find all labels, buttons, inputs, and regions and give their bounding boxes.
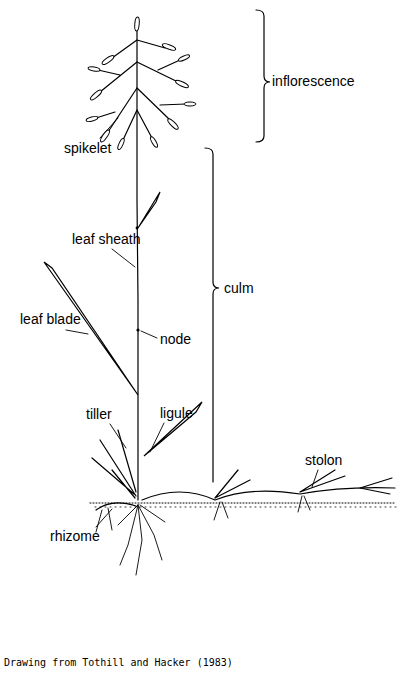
spikelet-shape [117, 138, 126, 151]
node-dot [136, 328, 139, 331]
ground-stipple [95, 507, 396, 508]
spikelet-shape [166, 117, 179, 130]
right-leaf [144, 402, 202, 456]
part-label: spikelet [64, 140, 111, 156]
part-label: leaf sheath [72, 231, 141, 247]
node-dot [136, 227, 139, 230]
spikelet-shape [88, 66, 101, 72]
spikelet-shape [162, 43, 177, 52]
inflorescence-bracket [256, 10, 270, 142]
inflorescence-branches [96, 40, 186, 140]
rhizome-runner [96, 503, 136, 510]
spikelet-shape [175, 79, 190, 89]
culm-bracket [205, 148, 219, 482]
part-label: rhizome [50, 528, 100, 544]
leaf-blade-shape [44, 262, 138, 395]
upper-leaf [138, 192, 160, 228]
stolon-leaves [215, 470, 392, 498]
tiller-leaves [92, 430, 136, 498]
part-label: culm [224, 280, 254, 296]
ground-line [90, 503, 396, 504]
spikelet-shape [134, 17, 140, 31]
figure-caption: Drawing from Tothill and Hacker (1983) [4, 657, 233, 669]
part-label: tiller [86, 406, 112, 422]
spikelet-shape [184, 102, 196, 106]
spikelet-shape [101, 54, 115, 66]
part-label: node [160, 331, 191, 347]
stolon-runner [142, 488, 395, 500]
spikelet-shape [89, 89, 103, 101]
culm-stem [137, 28, 138, 500]
part-label: stolon [305, 452, 342, 468]
part-label: ligule [160, 405, 193, 421]
part-label: inflorescence [272, 73, 355, 89]
leader-lines [66, 118, 318, 527]
spikelet-shape [149, 136, 158, 148]
spikelet-shape [86, 116, 99, 123]
part-label: leaf blade [20, 311, 81, 327]
spikelet-shape [178, 54, 191, 63]
roots [96, 496, 310, 575]
